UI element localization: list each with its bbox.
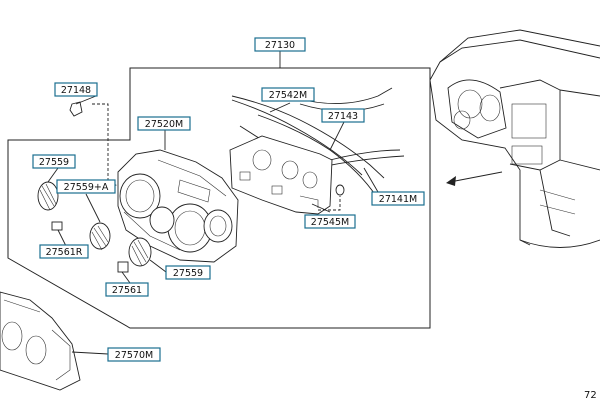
label-knob-right-text: 27559 — [173, 268, 203, 279]
label-cable-upper-text: 27542M — [269, 90, 307, 101]
label-cable-right-text: 27141M — [379, 194, 417, 205]
label-assembly-text: 27130 — [265, 40, 295, 51]
knob-a-part — [89, 222, 111, 251]
cap-part — [69, 101, 83, 117]
button-left-part — [51, 221, 63, 231]
finisher-part — [0, 291, 81, 391]
label-button-center-text: 27561 — [112, 285, 142, 296]
label-knob-left: 27559 — [32, 154, 76, 169]
assembly-frame — [7, 67, 431, 329]
label-button-left-text: 27561R — [46, 247, 83, 258]
label-button-center: 27561 — [105, 282, 149, 297]
label-knob-a: 27559+A — [56, 179, 116, 194]
button-center-part — [117, 261, 129, 273]
label-knob-left-text: 27559 — [39, 157, 69, 168]
label-cap: 27148 — [54, 82, 98, 97]
corner-code: 72 — [584, 390, 597, 400]
label-cable-right: 27141M — [371, 191, 425, 206]
rear-panel-part — [229, 135, 345, 215]
label-finisher-text: 27570M — [115, 350, 153, 361]
label-control-unit: 27520M — [137, 116, 191, 131]
knob-left-part — [37, 181, 59, 211]
label-panel-bracket-text: 27545M — [311, 217, 349, 228]
control-unit-part — [117, 149, 239, 263]
label-cable-mid-text: 27143 — [328, 111, 358, 122]
cap-dash — [92, 103, 119, 187]
label-finisher: 27570M — [107, 347, 161, 362]
label-panel-bracket: 27545M — [304, 214, 356, 229]
location-arrow-line — [449, 171, 503, 183]
label-control-unit-text: 27520M — [145, 119, 183, 130]
leader-lines — [47, 95, 379, 355]
label-cable-mid: 27143 — [321, 108, 365, 123]
label-knob-a-text: 27559+A — [64, 182, 109, 193]
location-arrow-head — [446, 176, 456, 186]
label-cable-upper: 27542M — [261, 87, 315, 102]
label-cap-text: 27148 — [61, 85, 91, 96]
dashboard-illustration — [429, 29, 600, 248]
label-knob-right: 27559 — [165, 265, 211, 280]
label-button-left: 27561R — [39, 244, 89, 259]
knob-right-part — [128, 237, 152, 267]
label-assembly: 27130 — [254, 37, 306, 52]
